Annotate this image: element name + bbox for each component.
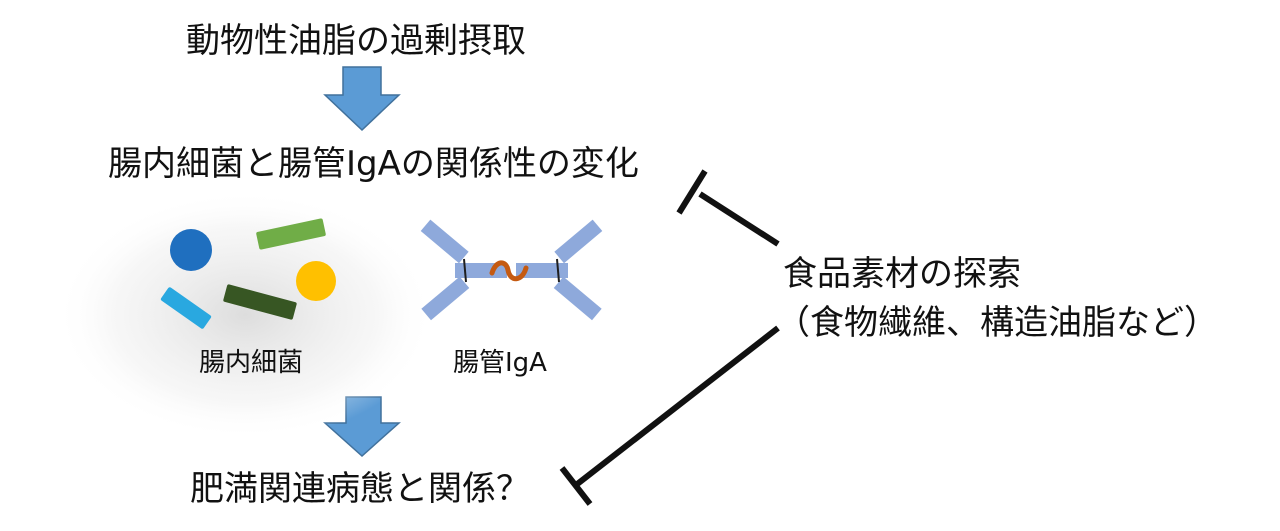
bacteria-green-rod: [256, 218, 326, 250]
iga-antibody-icon: [420, 219, 603, 321]
bacteria-blue-coccus: [170, 229, 212, 271]
bacteria-icon: [160, 218, 336, 329]
bacteria-yellow-coccus: [296, 261, 336, 301]
bacteria-shadow: [55, 190, 435, 440]
relationship-label: 腸内細菌と腸管IgAの関係性の変化: [108, 144, 639, 184]
intervention-label-line2: （食物繊維、構造油脂など）: [776, 303, 1218, 343]
inhibition-line-icon-lower: [559, 325, 780, 506]
iga-label: 腸管IgA: [453, 348, 547, 378]
intervention-label-line1: 食品素材の探索: [783, 254, 1021, 294]
inhibition-line-icon-upper: [676, 169, 780, 247]
bacteria-darkgreen-rod: [223, 284, 297, 320]
outcome-label: 肥満関連病態と関係？: [190, 469, 530, 509]
bacteria-cyan-rod: [160, 287, 212, 329]
down-arrow-icon-1: [323, 66, 401, 132]
bacteria-label: 腸内細菌: [199, 348, 304, 378]
cause-label: 動物性油脂の過剰摂取: [186, 21, 526, 61]
